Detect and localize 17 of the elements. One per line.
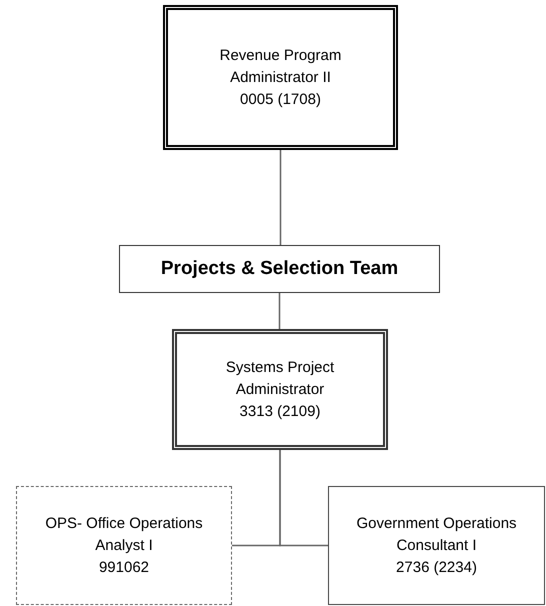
position-number: 3313 (2109): [240, 402, 320, 422]
connector-line: [280, 150, 282, 245]
position-box: [172, 329, 388, 450]
vacant-position-box: [16, 486, 232, 605]
position-number: 991062: [98, 558, 150, 578]
connector-line: [278, 293, 280, 329]
connector-line: [279, 450, 328, 546]
position-number: 2736 (2234): [396, 558, 477, 578]
position-title: Revenue Program Administrator II: [218, 46, 342, 88]
team-name: Projects & Selection Team: [160, 257, 398, 281]
position-box: [328, 486, 545, 605]
position-title: Government Operations Consultant I: [355, 514, 518, 556]
team-banner: [119, 245, 440, 293]
position-title: Systems Project Administrator: [224, 358, 336, 400]
position-title: OPS- Office Operations Analyst I: [44, 514, 204, 556]
position-box: [163, 5, 398, 150]
position-number: 0005 (1708): [240, 90, 321, 110]
